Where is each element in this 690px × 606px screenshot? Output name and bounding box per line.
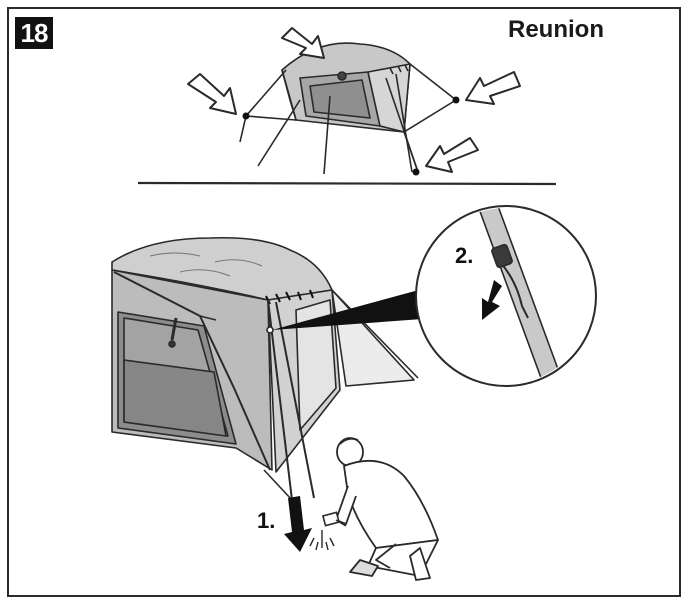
tent-overview bbox=[239, 42, 457, 175]
arrow-solid-icon bbox=[284, 496, 312, 552]
detail-magnifier bbox=[415, 205, 597, 387]
person-kneeling bbox=[335, 437, 439, 581]
step-1-label: 1. bbox=[257, 508, 276, 533]
page-title: Reunion bbox=[508, 16, 604, 43]
hammer-icon bbox=[321, 511, 347, 527]
tent-closeup bbox=[111, 236, 419, 501]
step-number-badge: 18 bbox=[15, 17, 53, 49]
arrow-outline-icon bbox=[187, 27, 521, 173]
arrow-solid-icon bbox=[482, 280, 502, 320]
stake-icon bbox=[309, 530, 335, 551]
magnifier-connector bbox=[272, 288, 436, 330]
ground-line bbox=[137, 181, 557, 186]
stake-points bbox=[242, 96, 460, 176]
step-2-label: 2. bbox=[455, 243, 474, 268]
